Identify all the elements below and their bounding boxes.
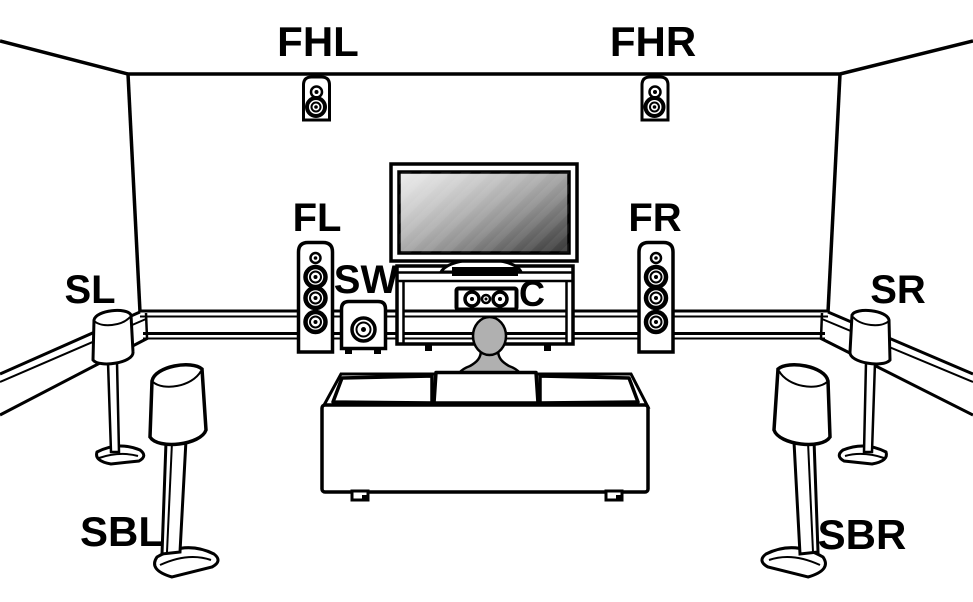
- front-right-speaker: [637, 240, 675, 354]
- label-center: C: [519, 273, 545, 314]
- stand-pole: [792, 438, 820, 556]
- front-height-right-speaker: [640, 75, 670, 122]
- left-baseboard-corner: [144, 312, 149, 339]
- woofer-icon: [350, 316, 377, 343]
- label-front-height-right: FHR: [610, 18, 696, 65]
- woofer-icons: [643, 264, 669, 335]
- ceiling-line: [0, 39, 973, 76]
- stand-pole: [106, 360, 121, 454]
- label-front-right: FR: [628, 196, 681, 240]
- right-wall-corner: [826, 73, 842, 313]
- stand-base: [153, 546, 220, 579]
- right-floor-edge-inner: [821, 318, 973, 383]
- speaker-body: [772, 363, 832, 447]
- tweeter-icon: [309, 251, 322, 265]
- stand-pole: [862, 360, 877, 454]
- tv-base-bar: [452, 267, 518, 276]
- woofer-icon: [305, 96, 327, 118]
- left-wall-corner: [126, 73, 142, 313]
- sub-foot: [374, 348, 381, 354]
- sofa-body: [320, 403, 650, 494]
- label-surround-left: SL: [64, 268, 115, 312]
- label-front-left: FL: [293, 196, 342, 240]
- driver-icon: [491, 290, 509, 308]
- subwoofer-speaker: [339, 299, 388, 354]
- surround-left-speaker: [91, 308, 146, 466]
- label-subwoofer: SW: [334, 258, 399, 302]
- stand-base: [760, 546, 827, 579]
- sofa: [320, 370, 651, 502]
- person-head: [471, 315, 508, 357]
- right-baseboard-corner: [819, 312, 824, 339]
- label-surround-back-right: SBR: [818, 511, 907, 558]
- stand-foot: [544, 344, 551, 351]
- speaker-body: [148, 363, 208, 447]
- tweeter-icon: [649, 251, 663, 265]
- sub-foot: [345, 348, 352, 354]
- front-height-left-speaker: [302, 75, 331, 122]
- surround-back-right-speaker: [760, 363, 832, 579]
- center-speaker: [454, 286, 519, 312]
- label-surround-back-left: SBL: [80, 508, 164, 555]
- label-front-height-left: FHL: [277, 18, 359, 65]
- speaker-labels: FHL FHR FL FR SW C SL SR SBL SBR: [64, 18, 925, 558]
- woofer-icons: [303, 264, 328, 335]
- sofa-cushion: [538, 374, 640, 405]
- woofer-icon: [643, 96, 666, 118]
- stand-pole: [160, 438, 188, 556]
- surround-back-left-speaker: [148, 363, 220, 579]
- speaker-body: [91, 308, 135, 366]
- driver-icon: [480, 293, 492, 305]
- surround-right-speaker: [837, 308, 892, 466]
- label-surround-right: SR: [870, 268, 926, 312]
- sofa-cushion: [432, 370, 540, 405]
- tv: [389, 162, 579, 276]
- driver-icon: [463, 290, 481, 308]
- stand-foot: [425, 344, 432, 351]
- front-left-speaker: [296, 240, 335, 354]
- speaker-body: [848, 308, 892, 366]
- right-floor-edge-bottom: [819, 336, 973, 417]
- sofa-cushion: [331, 374, 434, 405]
